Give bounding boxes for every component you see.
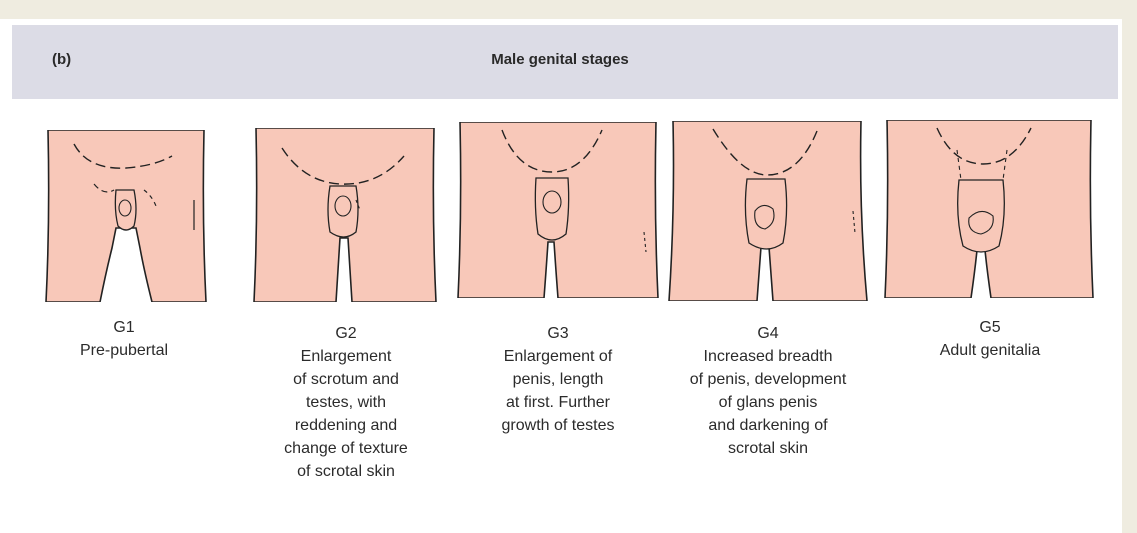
stage-g4-caption: G4 Increased breadth of penis, developme… bbox=[660, 322, 876, 460]
stage-description: Pre-pubertal bbox=[44, 339, 204, 362]
stage-description: Enlargement of scrotum and testes, with … bbox=[248, 345, 444, 483]
stage-code: G2 bbox=[248, 322, 444, 345]
stage-description: Adult genitalia bbox=[890, 339, 1090, 362]
window-edge bbox=[1122, 0, 1137, 533]
stage-description: Enlargement of penis, length at first. F… bbox=[456, 345, 660, 437]
stage-g5-caption: G5 Adult genitalia bbox=[890, 316, 1090, 362]
stage-g3-illustration bbox=[456, 122, 660, 298]
stage-description: Increased breadth of penis, development … bbox=[660, 345, 876, 460]
header-banner: (b) Male genital stages bbox=[12, 25, 1118, 99]
stage-g1-caption: G1 Pre-pubertal bbox=[44, 316, 204, 362]
stage-code: G4 bbox=[660, 322, 876, 345]
stage-g5-illustration bbox=[883, 120, 1095, 298]
stage-g3-caption: G3 Enlargement of penis, length at first… bbox=[456, 322, 660, 437]
stage-g1-illustration bbox=[44, 130, 208, 302]
figure-title: Male genital stages bbox=[12, 51, 1118, 68]
stage-code: G1 bbox=[44, 316, 204, 339]
stage-code: G3 bbox=[456, 322, 660, 345]
stage-g2-caption: G2 Enlargement of scrotum and testes, wi… bbox=[248, 322, 444, 483]
stage-g2-illustration bbox=[252, 128, 438, 302]
stage-g4-illustration bbox=[667, 121, 869, 301]
stage-code: G5 bbox=[890, 316, 1090, 339]
